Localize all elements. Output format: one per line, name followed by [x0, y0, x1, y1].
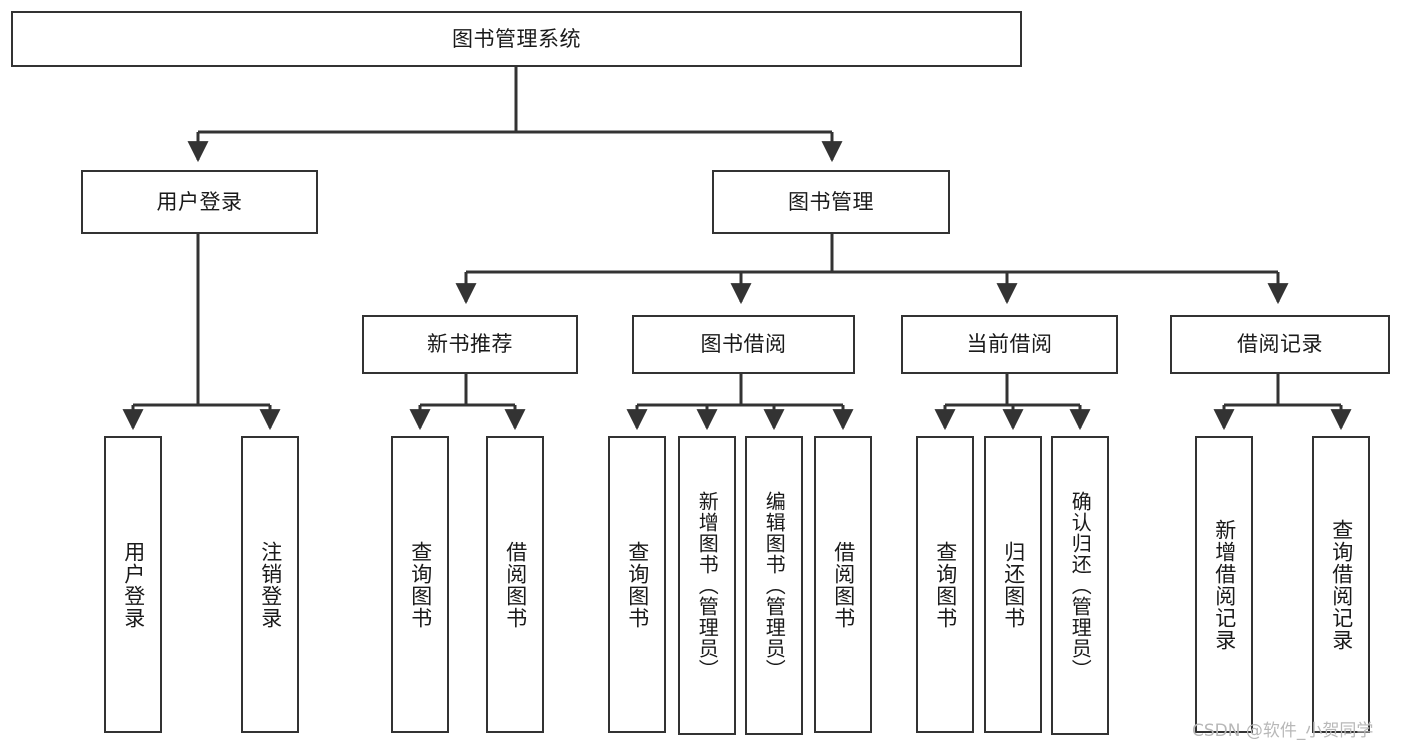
node-root-label: 图书管理系统 — [452, 26, 581, 51]
node-leaf-borrow-book-2-label: 借阅图书 — [831, 540, 856, 629]
node-borrow-record-label: 借阅记录 — [1237, 332, 1323, 357]
node-leaf-user-login[interactable]: 用户登录 — [104, 436, 162, 733]
node-leaf-borrow-book-1-label: 借阅图书 — [503, 540, 528, 629]
node-book-borrow[interactable]: 图书借阅 — [632, 315, 855, 374]
node-book-management-label: 图书管理 — [788, 189, 874, 214]
node-leaf-confirm-return[interactable]: 确认归还（管理员） — [1051, 436, 1109, 735]
node-leaf-logout-login[interactable]: 注销登录 — [241, 436, 299, 733]
node-leaf-add-book[interactable]: 新增图书（管理员） — [678, 436, 736, 735]
node-leaf-confirm-return-label: 确认归还（管理员） — [1068, 491, 1093, 680]
node-leaf-query-book-1-label: 查询图书 — [408, 540, 433, 629]
node-leaf-return-book-label: 归还图书 — [1001, 540, 1026, 629]
node-book-borrow-label: 图书借阅 — [700, 332, 787, 357]
node-leaf-add-borrow-record-label: 新增借阅记录 — [1212, 518, 1237, 651]
node-leaf-edit-book[interactable]: 编辑图书（管理员） — [745, 436, 803, 735]
node-leaf-borrow-book-2[interactable]: 借阅图书 — [814, 436, 872, 733]
node-leaf-return-book[interactable]: 归还图书 — [984, 436, 1042, 733]
node-user-login[interactable]: 用户登录 — [81, 170, 318, 234]
node-leaf-query-book-3[interactable]: 查询图书 — [916, 436, 974, 733]
node-leaf-edit-book-label: 编辑图书（管理员） — [762, 491, 787, 680]
node-leaf-user-login-label: 用户登录 — [121, 540, 146, 629]
csdn-watermark: CSDN @软件_小贺同学 — [1192, 721, 1374, 741]
node-leaf-query-book-2[interactable]: 查询图书 — [608, 436, 666, 733]
node-borrow-record[interactable]: 借阅记录 — [1170, 315, 1390, 374]
node-leaf-add-book-label: 新增图书（管理员） — [695, 491, 720, 680]
node-user-login-label: 用户登录 — [156, 189, 243, 214]
node-new-book-recommend[interactable]: 新书推荐 — [362, 315, 578, 374]
node-leaf-borrow-book-1[interactable]: 借阅图书 — [486, 436, 544, 733]
node-leaf-query-borrow-record[interactable]: 查询借阅记录 — [1312, 436, 1370, 733]
node-root[interactable]: 图书管理系统 — [11, 11, 1022, 67]
node-book-management[interactable]: 图书管理 — [712, 170, 950, 234]
node-leaf-add-borrow-record[interactable]: 新增借阅记录 — [1195, 436, 1253, 733]
node-current-borrow[interactable]: 当前借阅 — [901, 315, 1118, 374]
node-current-borrow-label: 当前借阅 — [966, 332, 1053, 357]
node-leaf-query-book-1[interactable]: 查询图书 — [391, 436, 449, 733]
node-leaf-query-book-2-label: 查询图书 — [625, 540, 650, 629]
node-leaf-query-book-3-label: 查询图书 — [933, 540, 958, 629]
node-leaf-logout-login-label: 注销登录 — [258, 540, 283, 629]
node-leaf-query-borrow-record-label: 查询借阅记录 — [1329, 518, 1354, 651]
node-new-book-recommend-label: 新书推荐 — [427, 332, 513, 357]
